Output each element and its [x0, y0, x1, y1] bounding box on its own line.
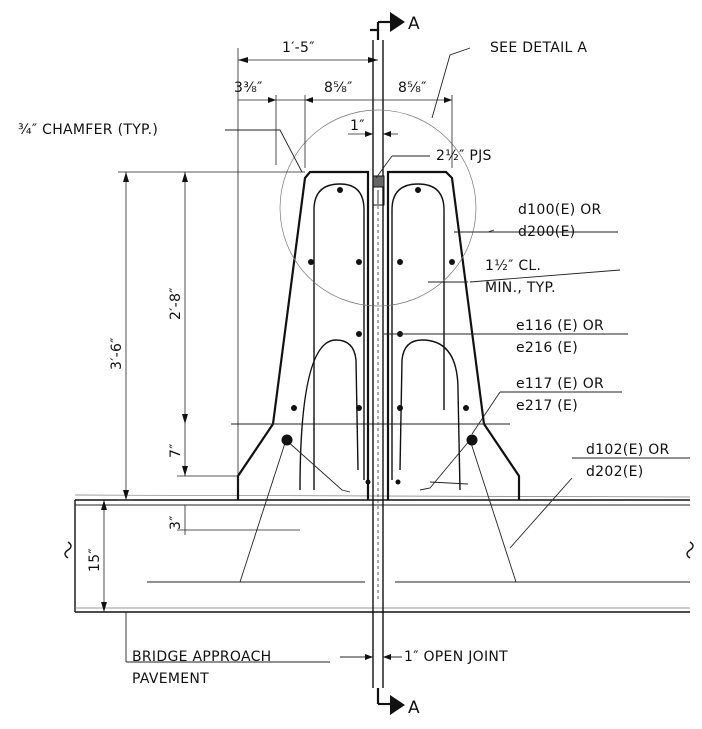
bar-e116-line2: e216 (E) [516, 340, 578, 356]
note-text: SEE DETAIL A ¾″ CHAMFER (TYP.) 2½″ PJS 1… [18, 40, 587, 687]
section-cut-marker-bottom: A [376, 688, 420, 718]
dim-left-half-width: 8⅝″ [324, 80, 353, 96]
dim-right-half-width: 8⅝″ [398, 80, 427, 96]
open-joint [372, 40, 385, 688]
section-marker-label-bottom: A [408, 698, 420, 718]
bar-e117-line2: e217 (E) [516, 398, 578, 414]
leaders [125, 47, 690, 663]
open-joint-note: 1″ OPEN JOINT [404, 649, 508, 665]
bar-e116-line1: e116 (E) OR [516, 318, 604, 334]
dim-slab-step: 3″ [168, 515, 184, 530]
horizontal-dimensions [237, 48, 453, 490]
bar-d100-line1: d100(E) OR [518, 202, 602, 218]
section-cut-marker-top: A [370, 12, 420, 40]
dim-left-offset: 3⅜″ [234, 80, 263, 96]
bar-callouts: d100(E) OR d200(E) e116 (E) OR e216 (E) … [516, 202, 670, 480]
dim-lower-height: 7″ [168, 443, 184, 458]
pjs-note: 2½″ PJS [436, 148, 492, 164]
approach-slab [64, 494, 694, 613]
bar-d102-line1: d102(E) OR [586, 442, 670, 458]
dimension-text: 1′-5″ 3⅜″ 8⅝″ 8⅝″ 1″ 3′-6″ 2′-8″ 7″ 3″ 1… [87, 40, 427, 572]
clearance-note-line1: 1½″ CL. [485, 258, 541, 274]
reinforcement [239, 183, 517, 583]
bar-d102-line2: d202(E) [586, 464, 643, 480]
pavement-note-line1: BRIDGE APPROACH [132, 649, 271, 665]
detail-reference-note: SEE DETAIL A [490, 40, 587, 56]
dim-upper-height: 2′-8″ [168, 287, 184, 320]
bar-d100-line2: d200(E) [518, 224, 575, 240]
section-marker-label-top: A [408, 14, 420, 34]
dim-joint-width: 1″ [350, 118, 365, 134]
bar-e117-line1: e117 (E) OR [516, 376, 604, 392]
dim-total-height: 3′-6″ [109, 337, 125, 370]
clearance-note-line2: MIN., TYP. [485, 280, 556, 296]
detail-a-circle [279, 109, 477, 307]
barrier-outline [231, 170, 521, 500]
chamfer-note: ¾″ CHAMFER (TYP.) [18, 122, 158, 138]
dim-overall-top-width: 1′-5″ [282, 40, 315, 56]
pavement-note-line2: PAVEMENT [132, 671, 209, 687]
vertical-dimensions [101, 171, 305, 612]
dim-slab-depth: 15″ [87, 548, 103, 572]
